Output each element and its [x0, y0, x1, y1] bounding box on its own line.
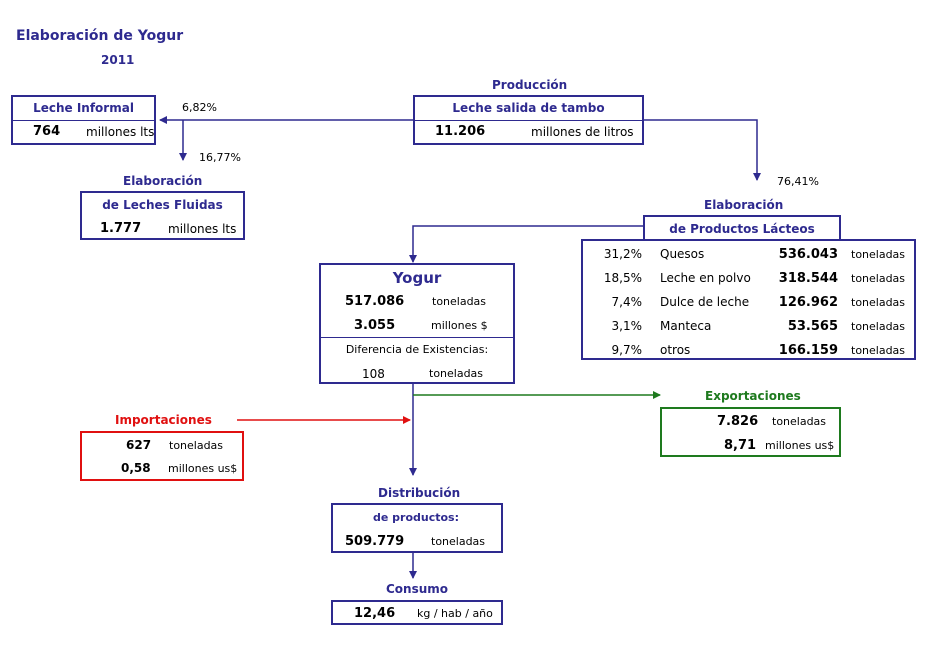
- row-name: Dulce de leche: [660, 295, 750, 309]
- distribucion-unit: toneladas: [431, 535, 486, 548]
- row-pct: 7,4%: [611, 295, 643, 309]
- produccion-value: 11.206: [435, 124, 486, 139]
- row-value: 53.565: [787, 318, 838, 334]
- yogur-diff-label: Diferencia de Existencias:: [345, 343, 489, 356]
- divider: [415, 120, 642, 121]
- row-pct: 3,1%: [611, 319, 643, 333]
- consumo-box: 12,46 kg / hab / año: [331, 600, 503, 625]
- informal-unit: millones lts: [86, 125, 155, 139]
- exportaciones-label: Exportaciones: [705, 389, 801, 403]
- distribucion-label: Distribución: [378, 486, 461, 500]
- yogur-unit2: millones $: [431, 319, 488, 332]
- lacteos-pct: 76,41%: [777, 175, 819, 188]
- lacteos-table: 31,2% Quesos 536.043 toneladas 18,5% Lec…: [583, 242, 905, 362]
- row-name: Manteca: [660, 319, 712, 333]
- lacteos-box-title: de Productos Lácteos: [669, 222, 815, 236]
- yogur-unit1: toneladas: [432, 295, 487, 308]
- distribucion-subtitle: de productos:: [373, 511, 460, 524]
- row-name: Leche en polvo: [660, 271, 751, 285]
- distribucion-value: 509.779: [345, 534, 405, 549]
- row-unit: toneladas: [851, 271, 906, 285]
- table-row: 3,1% Manteca 53.565 toneladas: [583, 314, 906, 338]
- row-value: 318.544: [778, 270, 838, 286]
- fluidas-box-title: de Leches Fluidas: [102, 198, 223, 212]
- arrow-to-yogur: [409, 225, 643, 263]
- row-unit: toneladas: [851, 319, 906, 333]
- produccion-box: Leche salida de tambo 11.206 millones de…: [413, 95, 644, 145]
- row-name: Quesos: [660, 247, 705, 261]
- row-unit: toneladas: [851, 343, 906, 357]
- consumo-value: 12,46: [354, 606, 396, 621]
- lacteos-label: Elaboración: [704, 198, 784, 212]
- importaciones-value2: 0,58: [121, 461, 151, 475]
- row-unit: toneladas: [851, 295, 906, 309]
- fluidas-pct: 16,77%: [199, 151, 241, 164]
- row-unit: toneladas: [851, 247, 906, 261]
- lacteos-title-box: de Productos Lácteos: [643, 215, 841, 240]
- informal-box-title: Leche Informal: [33, 101, 134, 115]
- table-row: 18,5% Leche en polvo 318.544 toneladas: [583, 266, 905, 290]
- exportaciones-value2: 8,71: [724, 438, 757, 453]
- informal-pct: 6,82%: [182, 101, 217, 114]
- produccion-label: Producción: [492, 78, 568, 92]
- page-year: 2011: [101, 53, 135, 67]
- row-value: 166.159: [778, 342, 838, 358]
- fluidas-value: 1.777: [100, 221, 142, 236]
- importaciones-unit2: millones us$: [168, 462, 238, 475]
- exportaciones-value1: 7.826: [717, 414, 759, 429]
- row-pct: 31,2%: [603, 247, 642, 261]
- yogur-diff-unit: toneladas: [429, 367, 484, 380]
- informal-box: Leche Informal 764 millones lts: [11, 95, 156, 145]
- distribucion-box: de productos: 509.779 toneladas: [331, 503, 503, 553]
- row-value: 126.962: [778, 294, 838, 310]
- importaciones-box: 627 toneladas 0,58 millones us$: [80, 431, 244, 481]
- row-value: 536.043: [778, 246, 838, 262]
- row-pct: 9,7%: [611, 343, 643, 357]
- yogur-diff-value: 108: [362, 367, 385, 381]
- produccion-unit: millones de litros: [531, 125, 634, 139]
- row-pct: 18,5%: [603, 271, 642, 285]
- lacteos-table-box: 31,2% Quesos 536.043 toneladas 18,5% Lec…: [581, 239, 916, 360]
- exportaciones-unit2: millones us$: [765, 439, 835, 452]
- fluidas-unit: millones lts: [168, 222, 237, 236]
- row-name: otros: [660, 343, 691, 357]
- yogur-value2: 3.055: [354, 318, 396, 333]
- importaciones-value1: 627: [126, 438, 152, 452]
- importaciones-label: Importaciones: [115, 413, 212, 427]
- page-title: Elaboración de Yogur: [16, 28, 184, 44]
- exportaciones-box: 7.826 toneladas 8,71 millones us$: [660, 407, 841, 457]
- produccion-box-title: Leche salida de tambo: [452, 101, 605, 115]
- divider: [321, 337, 513, 338]
- yogur-box: Yogur 517.086 toneladas 3.055 millones $…: [319, 263, 515, 384]
- importaciones-unit1: toneladas: [169, 439, 224, 452]
- consumo-unit: kg / hab / año: [417, 607, 493, 620]
- table-row: 9,7% otros 166.159 toneladas: [583, 338, 906, 362]
- yogur-title: Yogur: [392, 269, 442, 287]
- exportaciones-unit1: toneladas: [772, 415, 827, 428]
- informal-value: 764: [33, 124, 61, 139]
- table-row: 7,4% Dulce de leche 126.962 toneladas: [583, 290, 906, 314]
- divider: [13, 120, 154, 121]
- consumo-label: Consumo: [386, 582, 449, 596]
- table-row: 31,2% Quesos 536.043 toneladas: [583, 242, 905, 266]
- arrow-to-lacteos: [643, 119, 761, 181]
- fluidas-box: de Leches Fluidas 1.777 millones lts: [80, 191, 245, 240]
- yogur-value1: 517.086: [345, 294, 405, 309]
- fluidas-label: Elaboración: [123, 174, 203, 188]
